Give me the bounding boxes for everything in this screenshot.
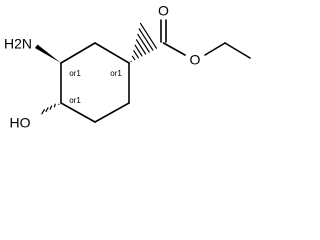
hydroxyl-hashed-bond — [41, 103, 60, 115]
chemical-structure: H2N HO O O or1 or1 or1 — [4, 3, 251, 131]
oxygen-ethyl-bond — [204, 42, 226, 56]
ester-carbon-oxygen-bond — [162, 42, 186, 56]
amino-wedge-bond — [35, 44, 61, 63]
bond-c1-c2 — [94, 42, 130, 64]
ethyl-bond — [224, 42, 251, 59]
hydroxyl-label: HO — [10, 115, 31, 131]
ethyl-ester-group — [160, 19, 251, 59]
stereo-label-c1: or1 — [110, 69, 122, 78]
ester-oxygen-label: O — [190, 52, 201, 68]
bond-c5-c6 — [94, 102, 130, 123]
amino-label: H2N — [4, 36, 32, 52]
stereo-label-c4: or1 — [69, 96, 81, 105]
carbonyl-oxygen-label: O — [158, 3, 169, 19]
cyclohexane-ring — [60, 42, 130, 123]
ester-hashed-bond — [130, 22, 157, 63]
bond-c4-c5 — [60, 102, 96, 123]
bond-c2-c3 — [60, 42, 96, 64]
stereo-label-c3: or1 — [69, 69, 81, 78]
